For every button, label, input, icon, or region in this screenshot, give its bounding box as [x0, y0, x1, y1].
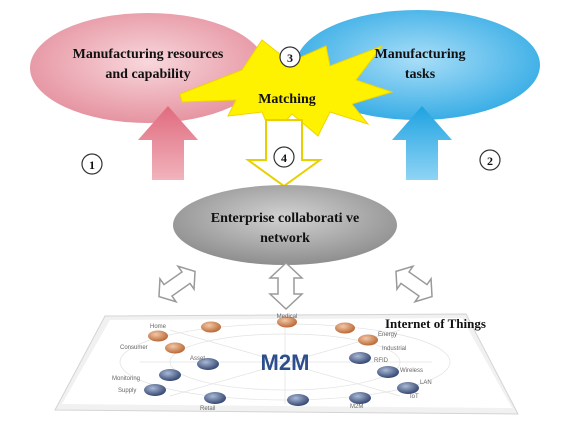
- matching-label: Matching: [258, 92, 316, 107]
- m2m-node: [204, 392, 226, 404]
- m2m-node: [277, 316, 297, 328]
- arrow-up-right: [392, 106, 452, 180]
- m2m-node: [358, 334, 378, 346]
- m2m-label: RFID: [374, 358, 389, 364]
- m2m-node: [144, 384, 166, 396]
- m2m-label: Medical: [277, 314, 298, 320]
- network-label-line1: Enterprise collaborati ve: [211, 211, 360, 226]
- m2m-label: Wireless: [400, 368, 423, 374]
- m2m-node: [349, 392, 371, 404]
- resources-label-line2: and capability: [105, 67, 190, 82]
- marker-3: 3: [279, 46, 301, 68]
- m2m-node: [397, 382, 419, 394]
- m2m-node: [287, 394, 309, 406]
- marker-2: 2: [479, 149, 501, 171]
- m2m-node: [159, 369, 181, 381]
- m2m-label: M2M: [350, 404, 363, 410]
- iot-label: Internet of Things: [385, 316, 486, 331]
- m2m-node: [201, 321, 221, 333]
- m2m-label: Monitoring: [112, 376, 140, 382]
- m2m-label: IoT: [410, 394, 419, 400]
- network-ellipse: [173, 185, 397, 265]
- tasks-label-line1: Manufacturing: [375, 47, 466, 62]
- m2m-board: M2M Medical Energy Industrial RFID Wirel…: [54, 313, 519, 415]
- resources-label-line1: Manufacturing resources: [73, 47, 224, 62]
- double-arrow-left: [158, 264, 196, 304]
- svg-text:1: 1: [89, 158, 95, 172]
- m2m-label: Retail: [200, 406, 215, 412]
- network-label-line2: network: [260, 231, 310, 246]
- m2m-label: Consumer: [120, 345, 148, 351]
- arrow-up-left: [138, 106, 198, 180]
- m2m-node: [148, 330, 168, 342]
- double-arrow-center: [268, 261, 304, 311]
- m2m-label: Energy: [378, 332, 397, 338]
- marker-4: 4: [273, 146, 295, 168]
- double-arrow-right: [395, 264, 433, 304]
- m2m-label: Asset: [190, 356, 205, 362]
- svg-text:4: 4: [281, 151, 287, 165]
- m2m-node: [197, 358, 219, 370]
- m2m-logo: M2M: [261, 350, 310, 375]
- m2m-label: LAN: [420, 380, 432, 386]
- m2m-label: Home: [150, 324, 167, 330]
- svg-text:2: 2: [487, 154, 493, 168]
- m2m-node: [335, 322, 355, 334]
- tasks-label-line2: tasks: [405, 67, 436, 82]
- m2m-node: [349, 352, 371, 364]
- m2m-label: Industrial: [382, 346, 406, 352]
- m2m-node: [377, 366, 399, 378]
- m2m-node: [165, 342, 185, 354]
- marker-1: 1: [81, 153, 103, 175]
- svg-text:3: 3: [287, 51, 293, 65]
- m2m-label: Supply: [118, 388, 136, 394]
